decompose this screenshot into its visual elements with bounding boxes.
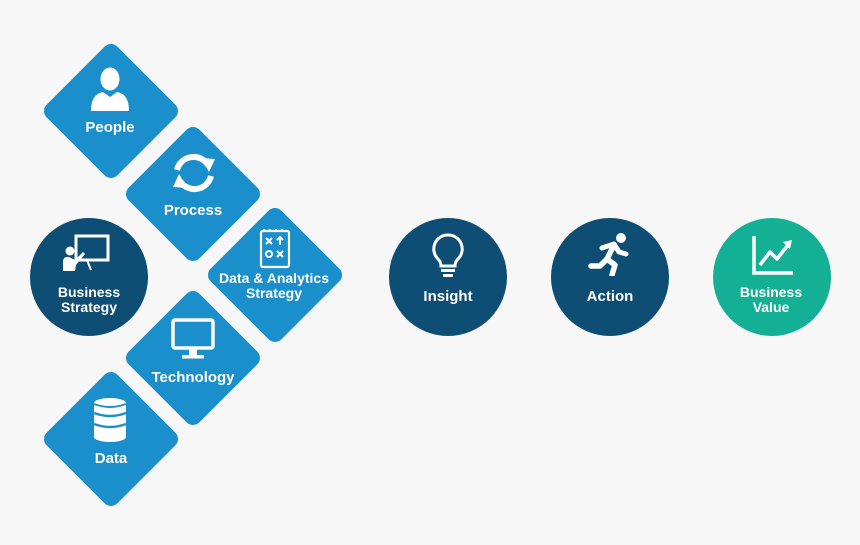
data-analytics-label-line1: Data & Analytics	[219, 270, 329, 286]
process-label: Process	[163, 202, 223, 219]
person-icon	[91, 67, 129, 111]
business-value-label-line2: Value	[752, 299, 790, 315]
running-person-icon	[588, 233, 629, 276]
people-label: People	[85, 119, 135, 136]
data-label: Data	[94, 450, 128, 467]
business-value-label-line1: Business	[739, 284, 803, 300]
growth-chart-icon	[752, 236, 793, 275]
business-value-circle	[713, 218, 831, 336]
business-strategy-label: Business Strategy	[58, 285, 120, 315]
insight-label: Insight	[423, 288, 473, 305]
database-icon	[93, 398, 127, 442]
business-strategy-label-line1: Business	[57, 284, 121, 300]
technology-label: Technology	[151, 369, 235, 386]
data-analytics-label: Data & Analytics Strategy	[219, 271, 329, 301]
lightbulb-icon	[432, 233, 464, 277]
refresh-icon	[173, 153, 215, 193]
strategy-board-icon	[259, 229, 291, 269]
business-value-label: Business Value	[740, 285, 802, 315]
monitor-icon	[171, 318, 215, 359]
business-strategy-circle	[30, 218, 148, 336]
business-strategy-label-line2: Strategy	[60, 299, 118, 315]
presentation-icon	[63, 234, 110, 271]
action-label: Action	[586, 288, 634, 305]
data-analytics-label-line2: Strategy	[245, 285, 303, 301]
action-circle	[551, 218, 669, 336]
